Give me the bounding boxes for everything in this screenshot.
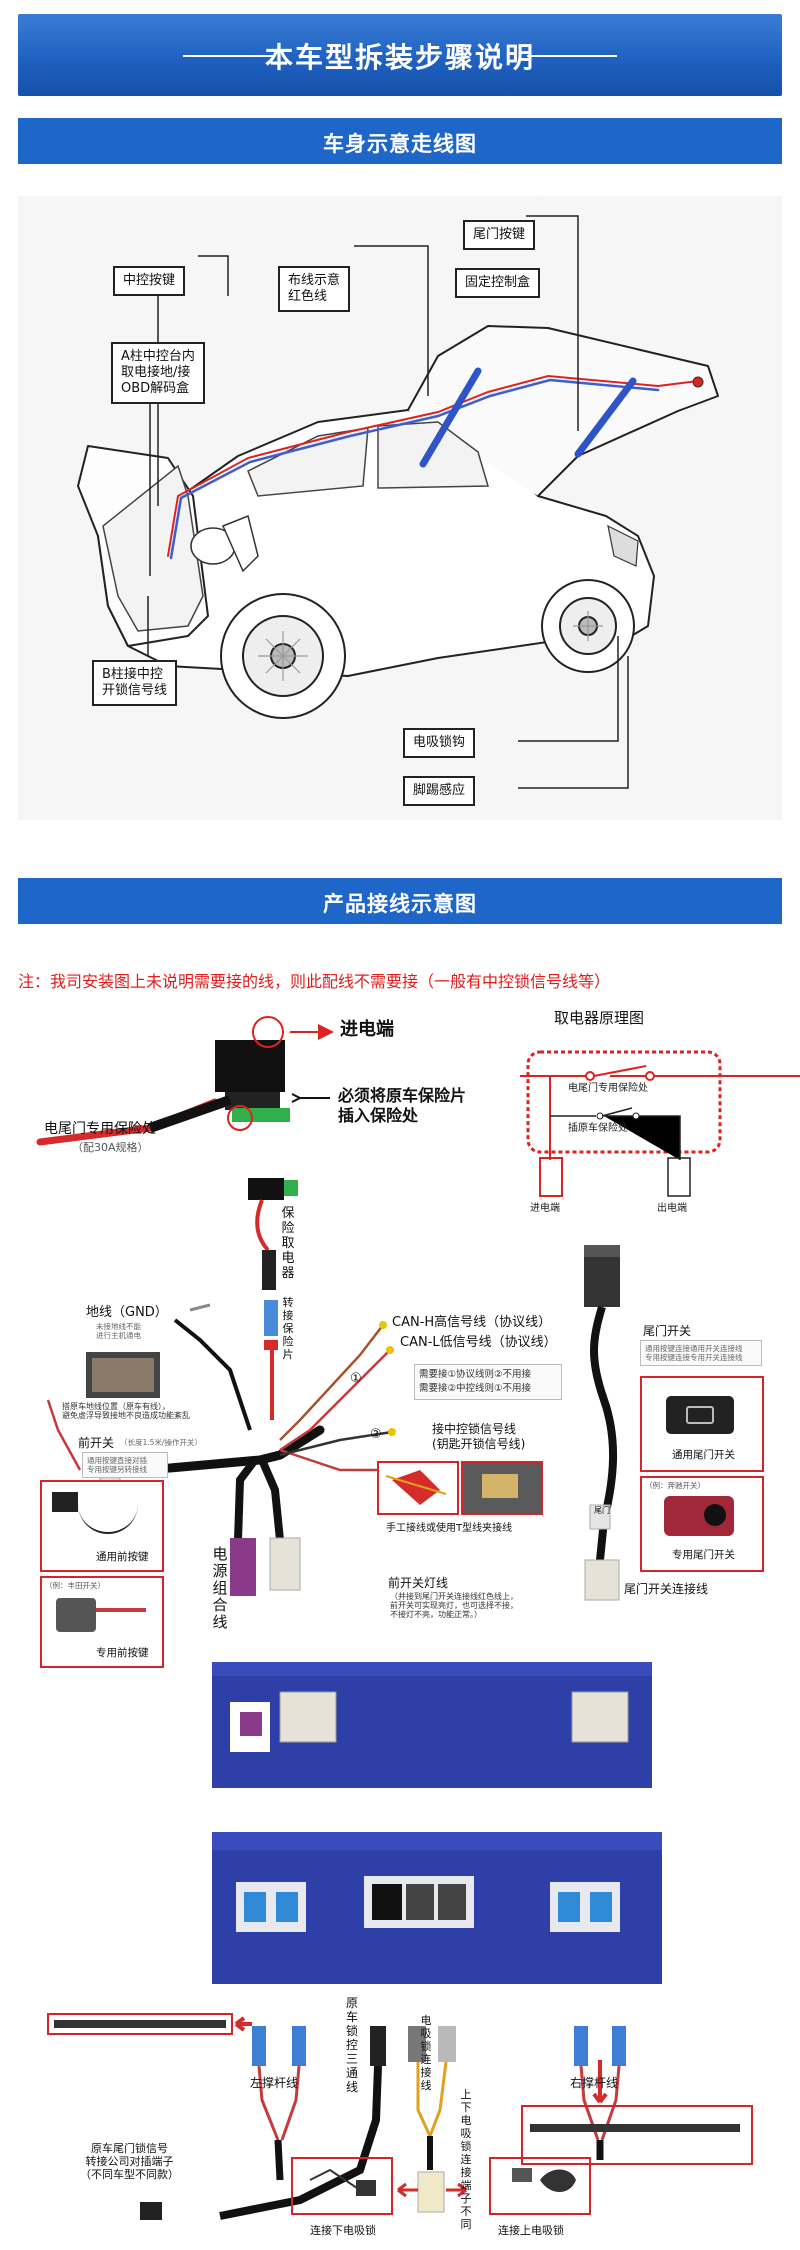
generic-tail-switch-icon	[666, 1396, 734, 1434]
label-orig-lock: 原车锁控三通线	[345, 1996, 358, 2094]
generic-front-switch-label: 通用前按键	[96, 1551, 149, 1563]
page-header: 本车型拆装步骤说明	[18, 14, 782, 96]
section-header-body: 车身示意走线图	[18, 118, 782, 164]
front-switch-wire	[78, 1502, 138, 1534]
principle-out: 出电端	[657, 1203, 687, 1214]
callout-kick: 脚踢感应	[403, 776, 476, 806]
label-front-light-note: （并接到尾门开关连接线红色线上， 前开关可实现亮灯，也可选择不接， 不接灯不亮，…	[390, 1592, 518, 1619]
special-front-switch-label: 专用前按键	[96, 1647, 149, 1659]
principle-diagram	[520, 1050, 800, 1197]
label-ground-hint: 搭原车地线位置（原车有线）， 避免虚浮导致接地不良造成功能紊乱	[62, 1402, 190, 1420]
label-front-light: 前开关灯线	[388, 1576, 449, 1590]
label-upper-latch: 连接上电吸锁	[498, 2224, 564, 2237]
label-ground: 地线（GND）	[86, 1305, 168, 1320]
label-tail-signal: 原车尾门锁信号 转接公司对插端子 （不同车型不同款）	[80, 2142, 179, 2181]
label-tail-tag: 尾门	[594, 1506, 610, 1515]
label-must-replace: 必须将原车保险片 插入保险处	[338, 1086, 467, 1125]
label-left-strut: 左撑杆线	[250, 2076, 299, 2090]
car-illustration	[77, 196, 719, 789]
can-option-2: 需要接②中控线则①不用接	[419, 1383, 532, 1394]
special-front-switch-icon	[56, 1598, 96, 1632]
label-key-signal: (钥匙开锁信号线)	[432, 1437, 526, 1451]
special-tail-button-icon	[704, 1504, 726, 1526]
callout-central-key: 中控按键	[113, 266, 186, 296]
label-circle-2: ②	[370, 1427, 382, 1442]
principle-orig-fuse: 插原车保险处	[568, 1123, 628, 1134]
header-line-left	[183, 55, 273, 57]
special-front-example: （例：丰田开关）	[45, 1581, 105, 1590]
label-power-harness: 电源组合线	[212, 1545, 228, 1631]
wiring-illustration	[36, 1016, 753, 2220]
label-tail-connect: 尾门开关连接线	[624, 1582, 709, 1596]
label-power-in: 进电端	[340, 1019, 394, 1040]
header-line-right	[527, 55, 617, 57]
trunk-icon	[686, 1406, 714, 1424]
label-tail-switch: 尾门开关	[643, 1324, 692, 1338]
label-latch-wire: 电吸锁连接线	[420, 2014, 432, 2092]
special-tail-switch-label: 专用尾门开关	[672, 1549, 735, 1561]
section-title: 车身示意走线图	[323, 132, 477, 156]
label-front-switch-note: （长度1.5米/操作开关）	[120, 1438, 202, 1447]
label-manual-wire: 手工接线或使用T型线夹接线	[386, 1523, 513, 1534]
label-circle-1: ①	[350, 1371, 362, 1386]
front-switch-sub-box: 通用按键直接对插 专用按键另转接线	[82, 1452, 168, 1478]
callout-wiring: 布线示意 红色线	[278, 266, 351, 312]
tail-switch-sub-box: 通用按键连接通用开关连接线 专用按键连接专用开关连接线	[640, 1340, 762, 1366]
principle-in: 进电端	[530, 1203, 560, 1214]
label-front-switch: 前开关	[78, 1436, 115, 1450]
front-switch-sub: 通用按键直接对插 专用按键另转接线	[87, 1456, 147, 1474]
label-fuse-spec: （配30A规格）	[72, 1141, 149, 1154]
generic-tail-switch-box: 通用尾门开关	[640, 1376, 764, 1472]
section-header-wiring: 产品接线示意图	[18, 878, 782, 924]
generic-front-switch-box: 通用前按键	[40, 1480, 164, 1572]
section-title: 产品接线示意图	[323, 892, 477, 916]
principle-title: 取电器原理图	[554, 1009, 645, 1027]
callout-control-box: 固定控制盒	[455, 268, 541, 298]
label-can-high: CAN-H高信号线（协议线）	[392, 1315, 552, 1330]
label-right-strut: 右撑杆线	[570, 2076, 619, 2090]
label-ground-sub: 未接地线不能 进行主机通电	[96, 1322, 141, 1340]
label-tail-fuse: 电尾门专用保险处	[44, 1121, 156, 1137]
principle-tail-fuse: 电尾门专用保险处	[568, 1083, 648, 1094]
callout-a-pillar: A柱中控台内 取电接地/接 OBD解码盒	[111, 342, 205, 404]
callout-b-pillar: B柱接中控 开锁信号线	[92, 660, 178, 706]
generic-tail-switch-label: 通用尾门开关	[672, 1449, 735, 1461]
can-option-1: 需要接①协议线则②不用接	[419, 1369, 532, 1380]
special-front-wire	[96, 1608, 146, 1612]
label-adapter-vertical: 转接保险片	[282, 1296, 294, 1361]
label-latch-note: 上下电吸锁连接端子不同	[460, 2088, 472, 2231]
special-front-switch-box: （例：丰田开关） 专用前按键	[40, 1576, 164, 1668]
special-tail-example: （例：奔驰开关）	[645, 1481, 705, 1490]
special-tail-switch-box: （例：奔驰开关） 专用尾门开关	[640, 1476, 764, 1572]
can-option-box: 需要接①协议线则②不用接 需要接②中控线则①不用接	[414, 1364, 562, 1400]
install-note: 注：我司安装图上未说明需要接的线，则此配线不需要接（一般有中控锁信号线等）	[18, 972, 611, 991]
label-central-lock: 接中控锁信号线	[432, 1422, 517, 1436]
front-switch-icon	[52, 1492, 78, 1512]
page-title: 本车型拆装步骤说明	[264, 41, 535, 74]
callout-tail-key: 尾门按键	[463, 220, 536, 250]
tail-switch-sub: 通用按键连接通用开关连接线 专用按键连接专用开关连接线	[645, 1344, 743, 1362]
label-can-low: CAN-L低信号线（协议线）	[400, 1335, 557, 1350]
callout-latch: 电吸锁钩	[403, 728, 476, 758]
label-lower-latch: 连接下电吸锁	[310, 2224, 376, 2237]
label-fuse-tap-vertical: 保险取电器	[281, 1206, 295, 1281]
